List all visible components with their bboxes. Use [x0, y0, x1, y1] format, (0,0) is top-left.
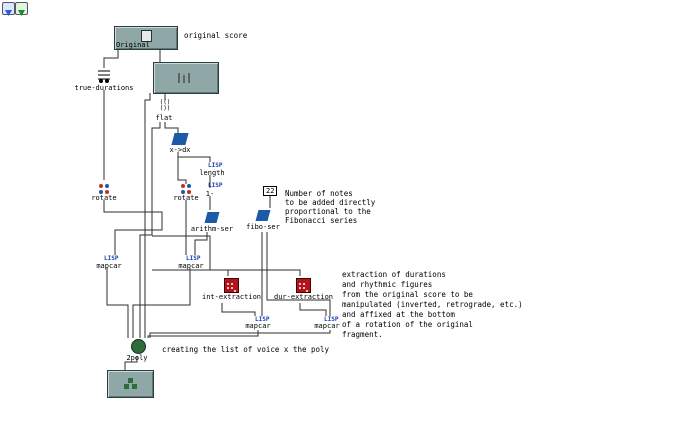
poly-icon[interactable] — [131, 339, 146, 354]
int-extraction-label: int-extraction — [202, 293, 262, 301]
lisp-tag-length: LISP — [208, 162, 223, 169]
mapcar-label-3: mapcar — [245, 322, 271, 330]
score-object-box[interactable] — [153, 62, 219, 94]
x-dx-label: x->dx — [169, 146, 191, 154]
fibo-ser-label: fibo-ser — [246, 223, 280, 231]
rotate-label-2: rotate — [173, 194, 199, 202]
arithm-ser-label: arithm-ser — [190, 225, 234, 233]
mapcar-label-4: mapcar — [314, 322, 340, 330]
rotate-icon[interactable] — [180, 180, 194, 194]
mapcar-label-2: mapcar — [178, 262, 204, 270]
original-score-box[interactable]: Original — [114, 26, 178, 50]
flat-label: flat — [155, 114, 173, 122]
brackets-icon: (() ()) — [159, 99, 171, 112]
int-extraction-icon[interactable] — [224, 278, 239, 293]
score-icon — [141, 30, 152, 42]
lisp-tag-mapcar-3: LISP — [255, 316, 270, 323]
blue-arrow-down-icon[interactable] — [2, 2, 15, 16]
original-score-comment: original score — [184, 31, 248, 40]
poly-object-box[interactable] — [107, 370, 154, 398]
extraction-comment: extraction of durations and rhythmic fig… — [342, 270, 523, 339]
green-arrow-down-icon[interactable] — [15, 2, 28, 16]
notation-icon — [178, 73, 190, 83]
mapcar-label-1: mapcar — [96, 262, 122, 270]
rotate-label-1: rotate — [91, 194, 117, 202]
lisp-tag-mapcar-4: LISP — [324, 316, 339, 323]
minus-label: 1- — [205, 190, 215, 198]
fibonacci-comment: Number of notes to be added directly pro… — [285, 189, 376, 225]
rhythm-icon[interactable] — [96, 68, 112, 83]
original-box-label: Original — [116, 41, 150, 49]
lisp-tag-minus: LISP — [208, 182, 223, 189]
length-label: length — [199, 169, 225, 177]
two-poly-label: 2poly — [126, 354, 148, 362]
poly-comment: creating the list of voice x the poly — [162, 345, 330, 354]
dur-extraction-icon[interactable] — [296, 278, 311, 293]
poly-score-icon — [124, 378, 137, 389]
lisp-tag-mapcar-1: LISP — [104, 255, 119, 262]
lisp-tag-mapcar-2: LISP — [186, 255, 201, 262]
number-input[interactable]: 22 — [263, 186, 278, 196]
true-durations-label: true-durations — [74, 84, 134, 92]
rotate-icon[interactable] — [98, 180, 112, 194]
dur-extraction-label: dur-extraction — [274, 293, 334, 301]
